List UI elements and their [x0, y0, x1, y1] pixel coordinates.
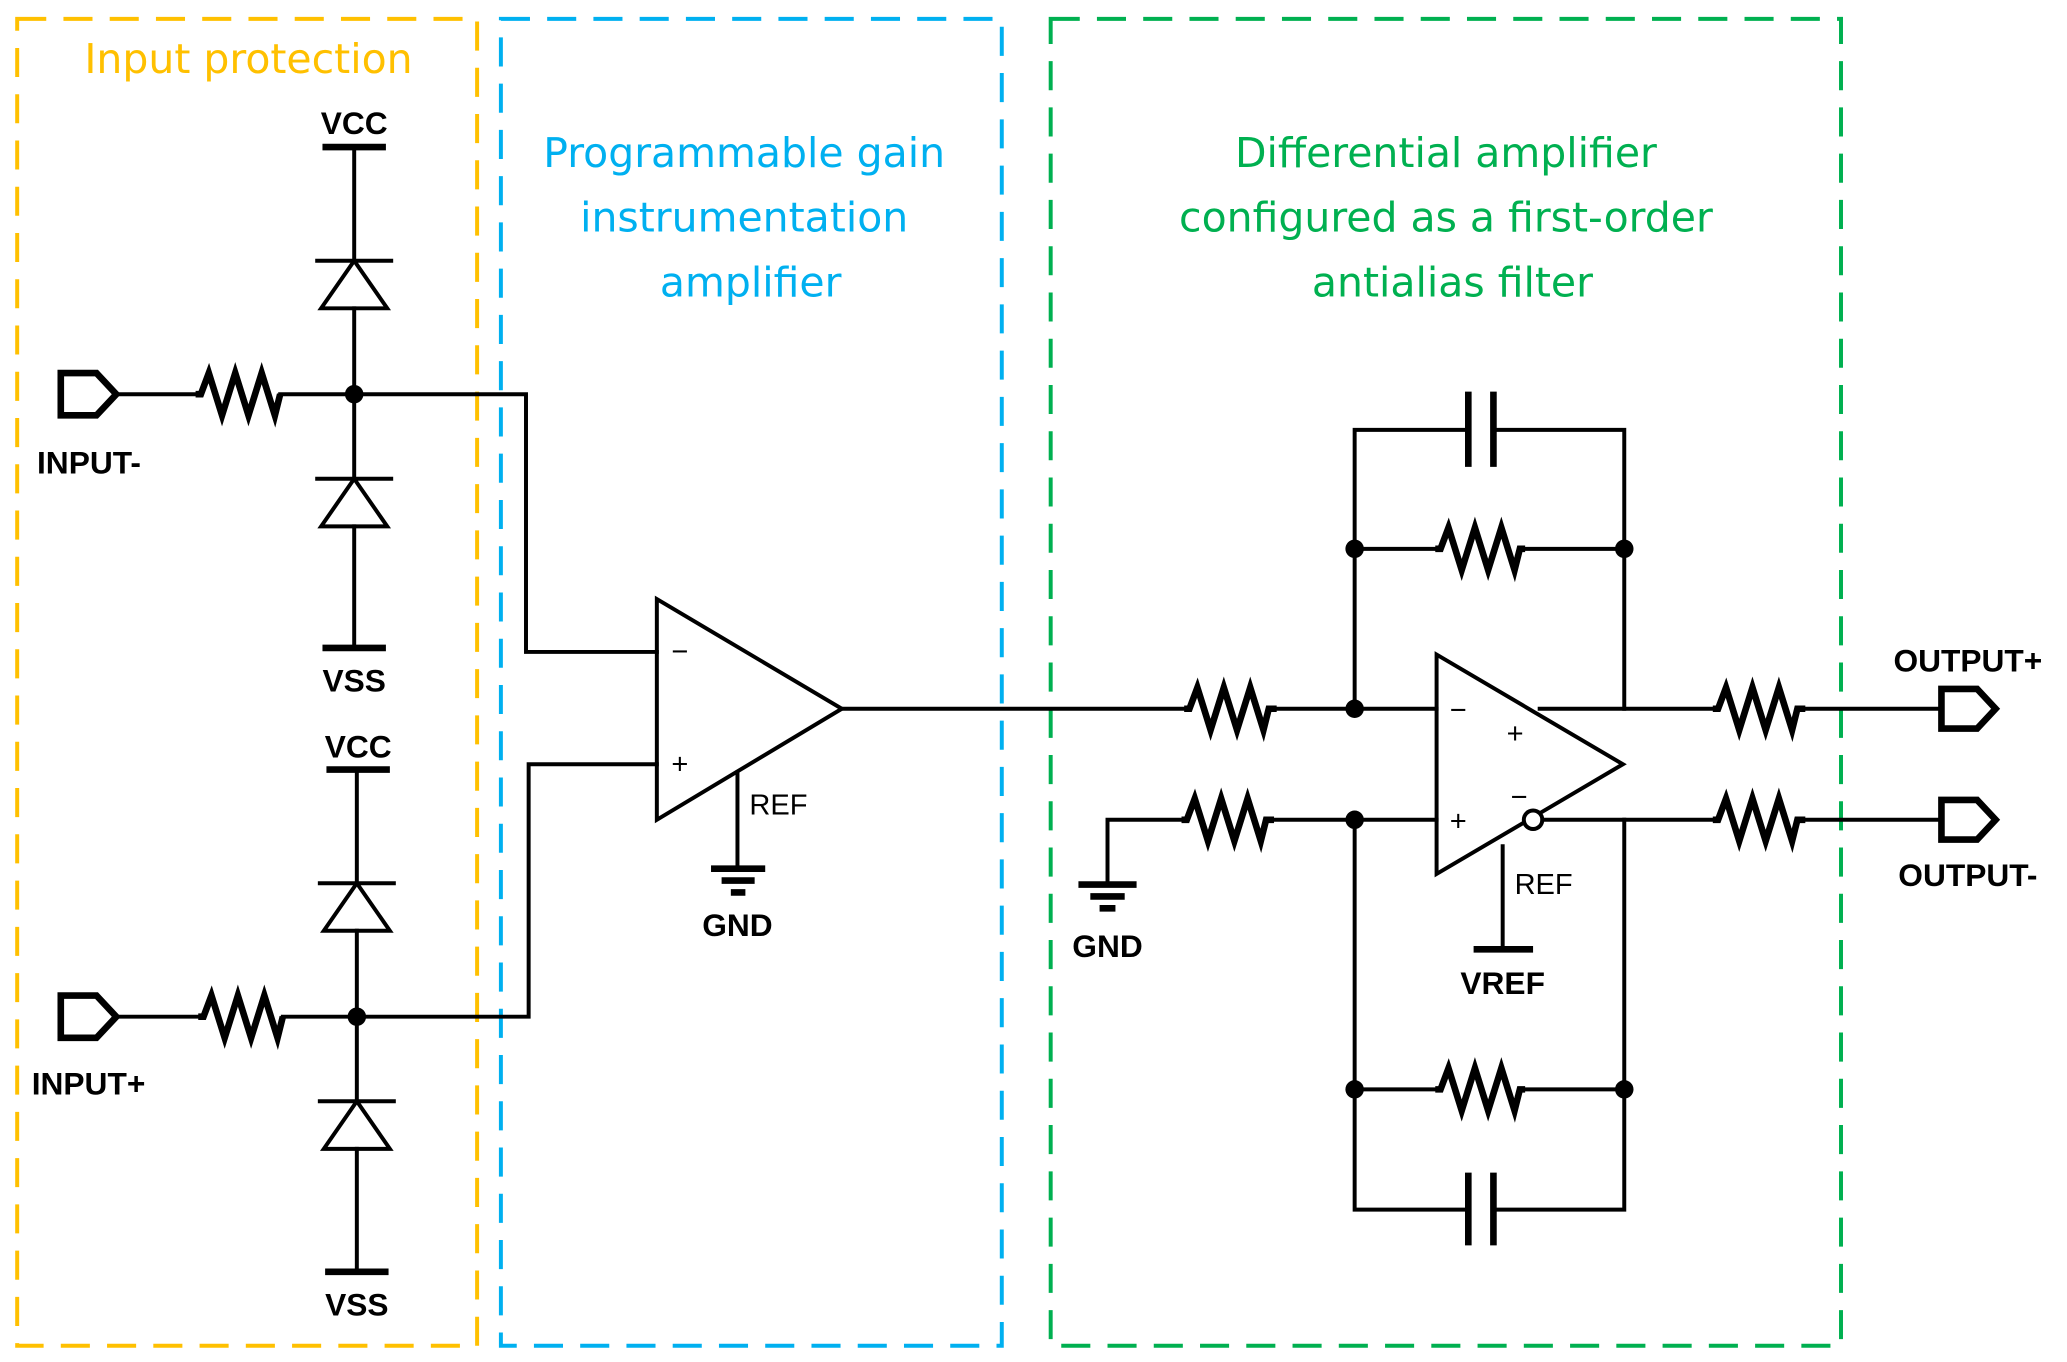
resistor-feedback-upper [1435, 516, 1526, 583]
vcc-label: VCC [321, 105, 388, 141]
junction-node [1615, 539, 1634, 559]
diff-in-plus-sign: + [1450, 805, 1467, 837]
ground-icon [711, 865, 766, 896]
title-line: configured as a first-order [1179, 194, 1713, 242]
wire [280, 762, 659, 1019]
output-minus-connector [1938, 796, 2001, 843]
wire [1352, 817, 1627, 1212]
vss-label: VSS [322, 663, 385, 699]
pga-amplifier-symbol [654, 595, 846, 824]
vcc-label: VCC [325, 729, 392, 765]
capacitor-feedback-lower [1465, 1172, 1497, 1246]
title-line: Programmable gain [543, 129, 945, 177]
resistor-output-plus [1712, 676, 1806, 743]
diff-out-plus-sign: + [1507, 718, 1524, 750]
diff-amp-box [1048, 16, 1843, 1348]
resistor-output-minus [1712, 787, 1806, 854]
input-protection-title: Input protection [84, 35, 412, 83]
junction-node [1345, 539, 1364, 559]
pga-minus-sign: − [671, 636, 688, 668]
output-plus-label: OUTPUT+ [1893, 643, 2042, 679]
ground-icon [1078, 881, 1137, 912]
input-plus-connector [57, 992, 121, 1042]
inverting-output-bubble [1521, 808, 1545, 832]
output-plus-connector [1938, 685, 2001, 732]
capacitor-feedback-upper [1465, 391, 1497, 467]
pga-title: Programmable gain instrumentation amplif… [543, 129, 958, 307]
resistor-input-minus [195, 361, 284, 428]
diode-vcc-lower [317, 879, 396, 933]
input-minus-connector [57, 369, 121, 419]
junction-node [1615, 1080, 1634, 1099]
pga-plus-sign: + [671, 749, 688, 781]
diode-vss-upper [315, 475, 394, 529]
diff-amplifier-symbol [1434, 651, 1627, 878]
pga-ref-label: REF [749, 789, 807, 821]
title-line: Differential amplifier [1235, 129, 1657, 177]
resistor-input-plus [198, 984, 287, 1051]
resistor-feedback-lower [1435, 1057, 1526, 1123]
output-minus-label: OUTPUT- [1898, 857, 2037, 893]
diff-in-minus-sign: − [1450, 694, 1467, 726]
wire [278, 392, 659, 654]
wire [1105, 817, 1184, 886]
input-minus-label: INPUT- [37, 445, 141, 481]
gnd-label: GND [702, 907, 772, 943]
input-plus-label: INPUT+ [32, 1066, 146, 1102]
input-protection-box [15, 16, 480, 1348]
wire [1352, 427, 1627, 711]
vref-label: VREF [1460, 965, 1545, 1001]
title-line: instrumentation [580, 194, 908, 242]
diff-out-minus-sign: − [1511, 782, 1528, 814]
vss-label: VSS [325, 1286, 388, 1322]
diode-vcc-upper [315, 257, 394, 311]
title-line: amplifier [660, 258, 842, 306]
gnd-label: GND [1072, 928, 1142, 964]
resistor-diff-in-minus [1184, 676, 1277, 743]
diff-amp-title: Differential amplifier configured as a f… [1179, 129, 1726, 307]
diode-vss-lower [317, 1097, 396, 1151]
junction-node [1345, 1080, 1364, 1099]
diff-ref-label: REF [1515, 869, 1573, 901]
title-line: antialias filter [1312, 258, 1593, 306]
resistor-diff-in-plus [1181, 787, 1275, 854]
title-line: Input protection [84, 35, 412, 83]
pga-box [498, 16, 1004, 1348]
